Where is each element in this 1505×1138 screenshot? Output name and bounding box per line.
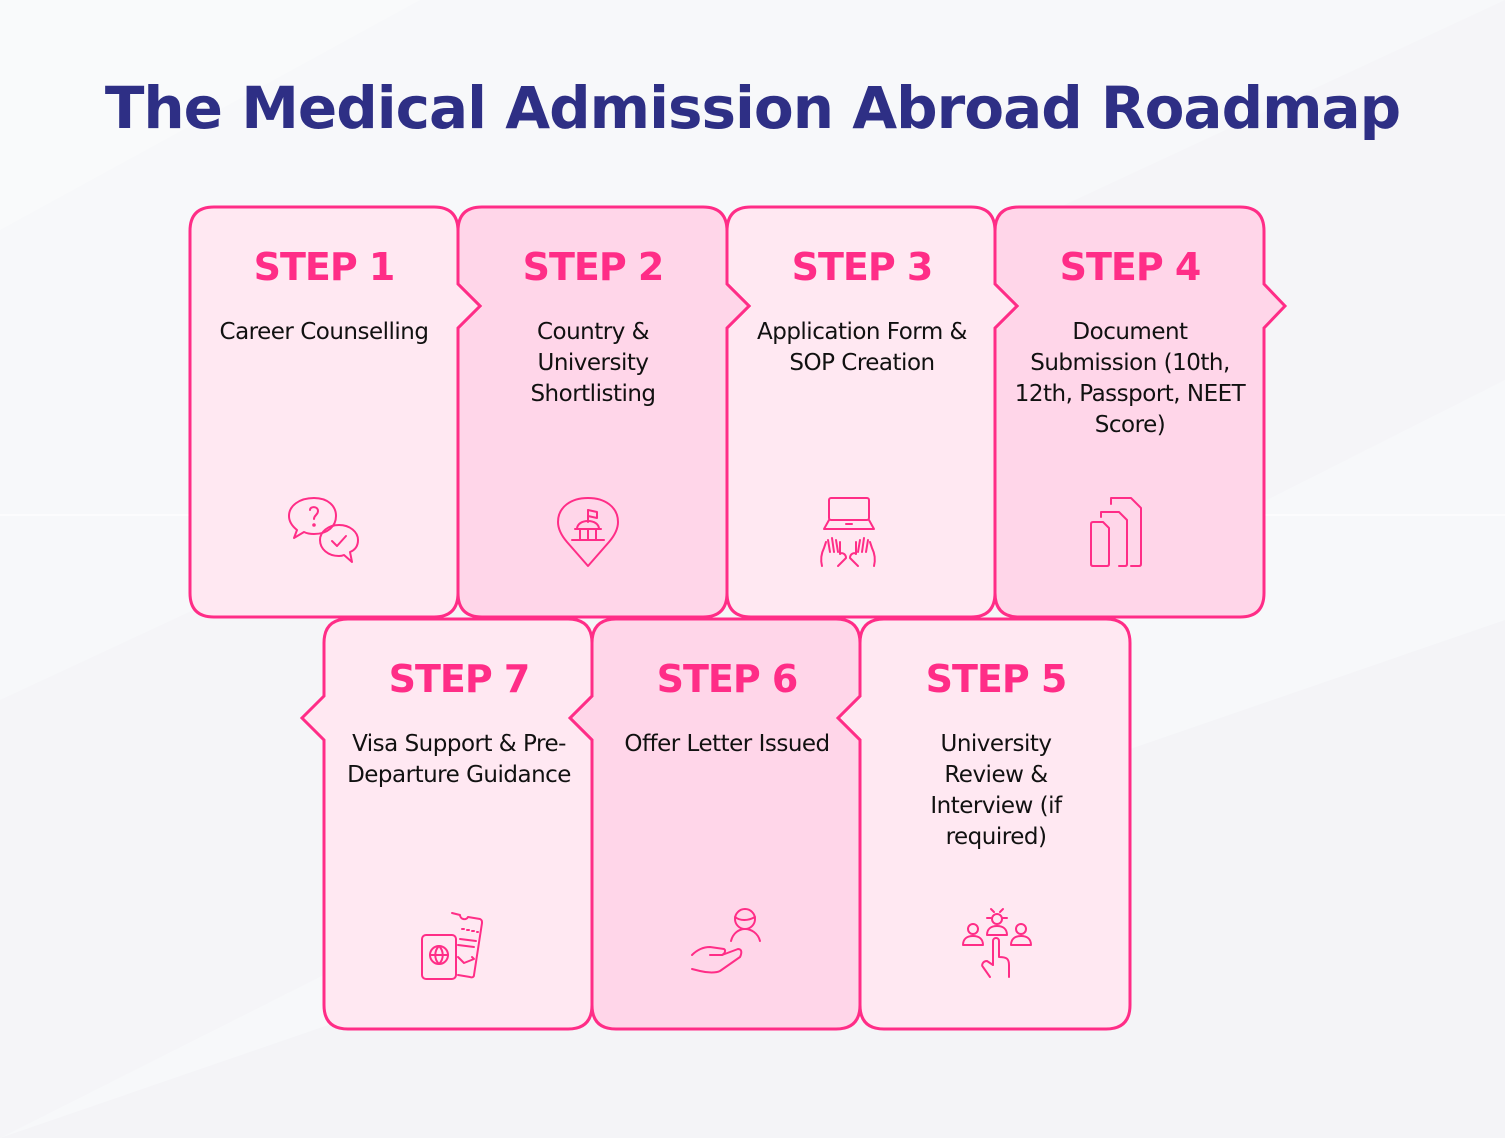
hand-offer-person-icon <box>688 905 768 985</box>
step-2: STEP 2 Country & University Shortlisting <box>459 207 727 410</box>
laptop-typing-hands-icon <box>816 494 896 574</box>
step-6: STEP 6 Offer Letter Issued <box>593 619 861 760</box>
step-1: STEP 1 Career Counselling <box>190 207 458 348</box>
card-step-1 <box>188 205 483 619</box>
step-description: Application Form & SOP Creation <box>756 319 968 376</box>
stacked-documents-icon <box>1085 494 1165 574</box>
step-description: Career Counselling <box>219 319 429 345</box>
step-description: Visa Support & Pre-Departure Guidance <box>347 731 571 788</box>
step-label: STEP 1 <box>253 245 396 289</box>
step-label: STEP 2 <box>522 245 665 289</box>
group-selection-icon <box>957 905 1037 985</box>
step-description: Offer Letter Issued <box>624 731 830 757</box>
page-title: The Medical Admission Abroad Roadmap <box>104 74 1401 142</box>
step-label: STEP 4 <box>1059 245 1202 289</box>
step-label: STEP 6 <box>656 657 799 701</box>
card-step-7 <box>299 617 594 1031</box>
university-location-pin-icon <box>548 494 628 574</box>
chat-question-check-icon <box>284 494 364 574</box>
step-label: STEP 7 <box>388 657 531 701</box>
step-label: STEP 5 <box>925 657 1068 701</box>
step-description: University Review & Interview (if requir… <box>930 731 1062 850</box>
step-description: Country & University Shortlisting <box>530 319 656 407</box>
step-5: STEP 5 University Review & Interview (if… <box>862 619 1130 853</box>
passport-ticket-icon <box>416 905 496 985</box>
step-4: STEP 4 Document Submission (10th, 12th, … <box>996 207 1264 441</box>
step-description: Document Submission (10th, 12th, Passpor… <box>1014 319 1246 438</box>
step-7: STEP 7 Visa Support & Pre-Departure Guid… <box>325 619 593 791</box>
step-3: STEP 3 Application Form & SOP Creation <box>728 207 996 379</box>
step-label: STEP 3 <box>791 245 934 289</box>
